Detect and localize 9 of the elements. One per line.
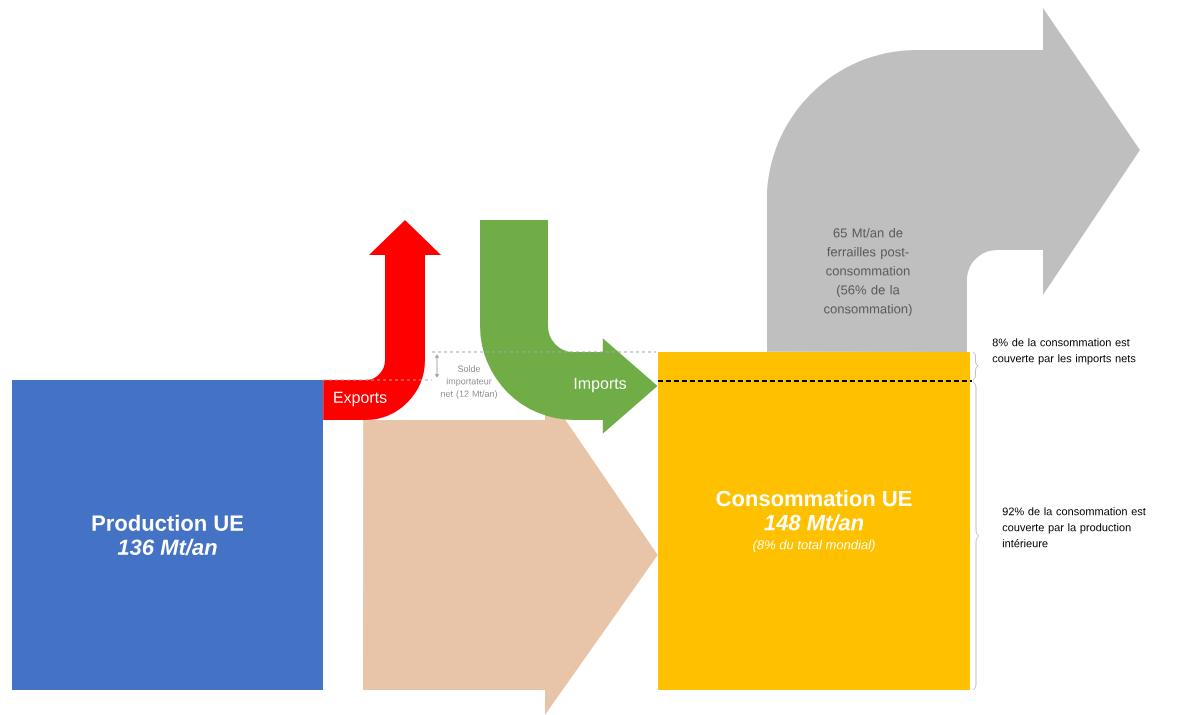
annotation-text: 8% de la consommation est couverte par les imports nets <box>992 338 1136 365</box>
edge-label: Imports <box>574 377 627 393</box>
production-box: Production UE 136 Mt/an <box>12 380 323 690</box>
dimension-label: Solde importateur net (12 Mt/an) <box>441 365 497 399</box>
annotation-text: 92% de la consommation est couverte par la production intérieure <box>1002 507 1146 548</box>
flow-arrow <box>767 8 1140 352</box>
edge-label: 65 Mt/an de ferrailles post-consommation (56% de la consommation) <box>824 227 912 317</box>
consumption-box: Consommation UE 148 Mt/an (8% du total mondial) <box>658 352 970 690</box>
edge-label: Exports <box>334 391 387 407</box>
